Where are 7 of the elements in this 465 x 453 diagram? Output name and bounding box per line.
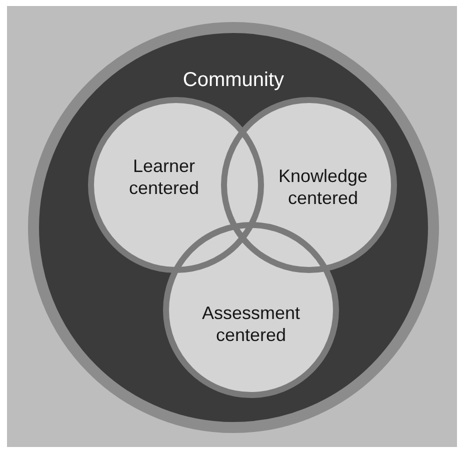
- circle-label: Learner centered: [128, 155, 200, 199]
- venn-circle: [88, 97, 264, 273]
- venn-circle: [163, 222, 339, 398]
- circle-label: Community: [182, 69, 286, 92]
- circle-label: Assessment centered: [200, 302, 302, 346]
- venn-circle: [221, 97, 397, 273]
- circle-label: Knowledge centered: [277, 165, 369, 209]
